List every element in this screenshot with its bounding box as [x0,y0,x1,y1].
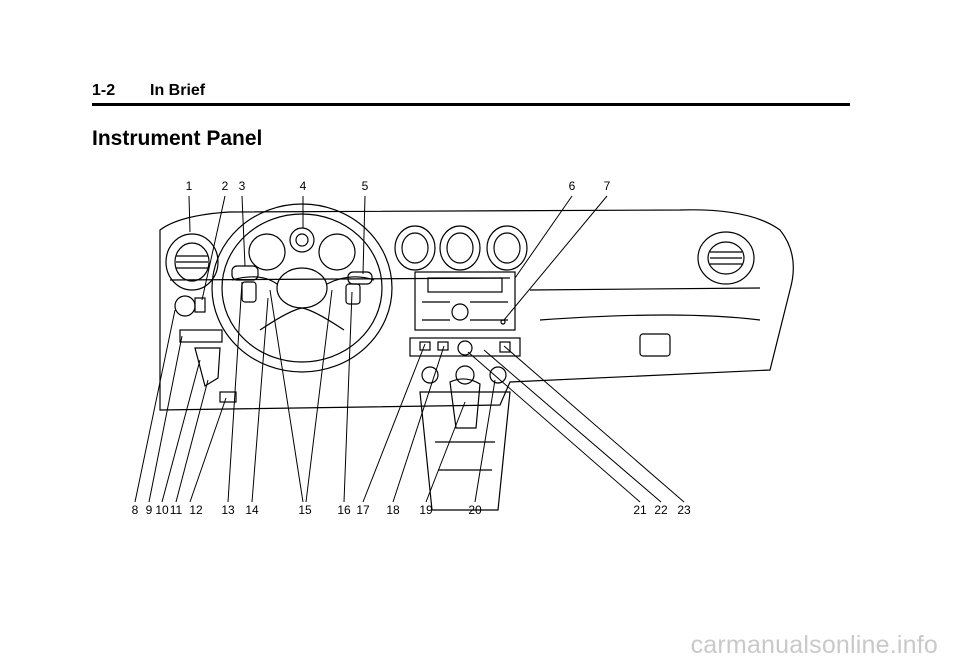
callout-2: 2 [222,179,229,193]
climate-knob-left [421,366,439,384]
callout-15: 15 [298,503,312,517]
callout-18: 18 [386,503,400,517]
switch-panel [179,329,223,343]
header-rule [92,103,850,106]
steering-hub [276,267,328,309]
callout-10: 10 [155,503,169,517]
climate-knob-right [489,366,507,384]
climate-knob-center [455,365,475,385]
callout-11: 11 [170,503,183,517]
glove-box-handle [639,333,671,357]
left-wheel-controls [241,281,257,303]
knee-panel [194,347,221,387]
right-wheel-controls [345,283,361,305]
callout-16: 16 [337,503,351,517]
callout-19: 19 [419,503,433,517]
right-air-vent [697,231,755,285]
tachometer [248,233,286,271]
watermark: carmanualsonline.info [690,631,938,659]
callout-4: 4 [300,179,307,193]
center-vent-3 [486,225,528,271]
center-console [419,391,511,511]
callout-5: 5 [362,179,369,193]
radio-indicator [500,319,506,325]
steering-wheel [211,203,393,373]
callout-12: 12 [189,503,203,517]
callout-3: 3 [239,179,246,193]
center-gauge [289,227,315,253]
left-air-vent [165,233,219,291]
callout-9: 9 [146,503,153,517]
hazard-button [457,340,473,356]
callout-7: 7 [604,179,611,193]
center-vent-2 [439,225,481,271]
turn-signal-lever [231,265,259,281]
callout-14: 14 [245,503,259,517]
hood-release [219,391,237,403]
headlamp-switch [174,295,196,317]
page-number: 1-2 [92,82,116,99]
callout-1: 1 [186,179,193,193]
gear-shifter [449,378,481,429]
callout-23: 23 [677,503,691,517]
wiper-lever [347,271,373,285]
page-title: Instrument Panel [92,127,263,150]
callout-21: 21 [633,503,647,517]
center-vent-1 [394,225,436,271]
page-header: 1-2 In Brief [92,82,850,104]
dashboard-outline [159,209,794,411]
climate-panel [409,337,521,357]
callout-8: 8 [132,503,139,517]
instrument-panel-illustration: 1 2 3 4 5 6 7 8 9 10 11 12 13 14 15 16 1… [132,179,794,517]
callout-6: 6 [569,179,576,193]
speedometer [318,233,356,271]
radio-unit [414,271,516,331]
callout-22: 22 [654,503,668,517]
callout-17: 17 [356,503,370,517]
callout-20: 20 [468,503,482,517]
callout-13: 13 [221,503,235,517]
section-title: In Brief [150,82,206,99]
